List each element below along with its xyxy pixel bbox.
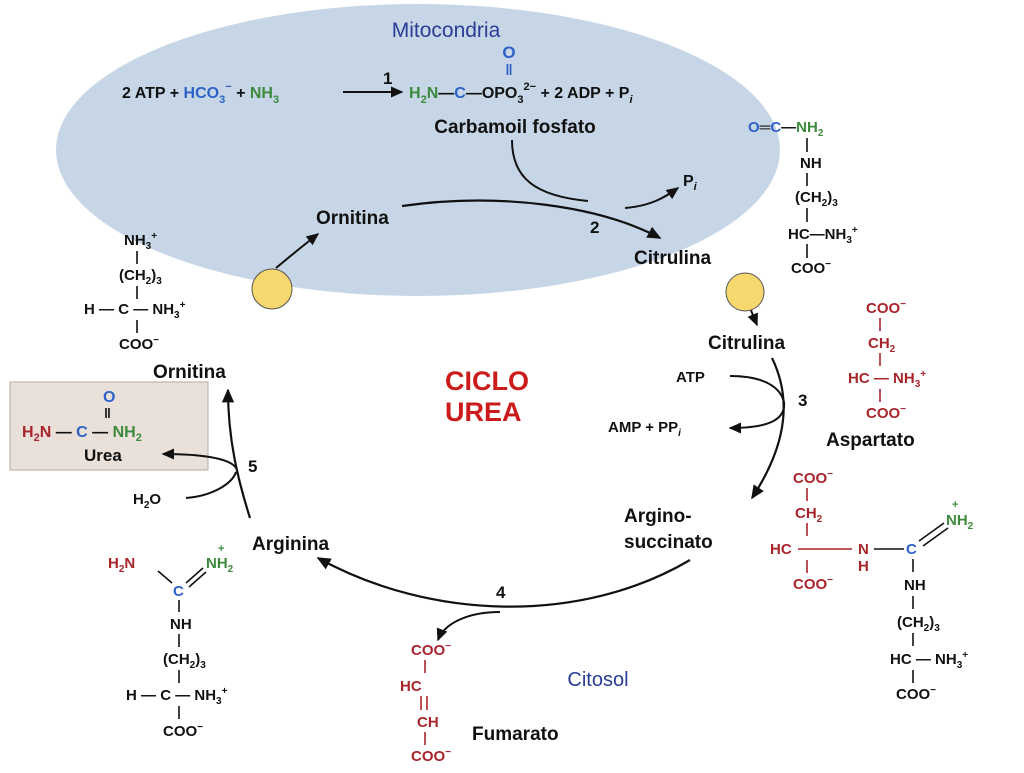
svg-text:COO−: COO− [896, 685, 936, 703]
step-4-label: 4 [496, 583, 506, 602]
svg-text:HC — NH3+: HC — NH3+ [890, 650, 968, 671]
citrulline-structure: O═C—NH2 NH (CH2)3 HC—NH3+ COO− [748, 119, 858, 277]
arginina-label: Arginina [252, 534, 329, 555]
svg-text:COO−: COO− [163, 722, 203, 740]
svg-text:+: + [952, 499, 958, 511]
svg-text:HC: HC [770, 541, 792, 558]
urea-box [9, 381, 209, 471]
svg-text:H — C — NH3+: H — C — NH3+ [84, 300, 186, 321]
fumarate-structure: COO− HC CH COO− [400, 641, 451, 765]
svg-text:O: O [103, 389, 115, 406]
arginosuccinato-label-2: succinato [624, 532, 713, 553]
carbamoyl-formula: H2N—C—OPO32− + 2 ADP + Pi [409, 81, 633, 106]
mitochondrion-region [56, 4, 780, 296]
amp-ppi-label: AMP + PPi [608, 419, 681, 439]
svg-text:HC — NH3+: HC — NH3+ [848, 369, 926, 390]
svg-text:N: N [858, 541, 869, 558]
arrow-urea-out [161, 448, 237, 469]
arrow-pi-out [624, 187, 680, 209]
arginosuccinato-label-1: Argino- [624, 506, 692, 527]
svg-text:COO−: COO− [793, 469, 833, 487]
carbonyl-oxygen: O [502, 43, 515, 62]
svg-text:H: H [858, 558, 869, 575]
arrow-fumarato-out [436, 611, 501, 642]
svg-text:COO−: COO− [791, 259, 831, 277]
svg-text:H2N: H2N [108, 555, 135, 575]
svg-text:(CH2)3: (CH2)3 [897, 614, 940, 634]
svg-text:COO−: COO− [411, 747, 451, 765]
svg-text:COO−: COO− [866, 404, 906, 422]
arrow-h2o-in [185, 471, 237, 499]
svg-text:CH2: CH2 [868, 335, 896, 355]
arrow-step4 [316, 557, 691, 608]
citrulline-transporter [725, 272, 765, 312]
atp-label: ATP [676, 369, 705, 386]
svg-text:NH2: NH2 [206, 555, 234, 575]
svg-text:H — C — NH3+: H — C — NH3+ [126, 686, 228, 707]
step-2-label: 2 [590, 218, 599, 237]
aspartato-label: Aspartato [826, 430, 915, 451]
fumarato-label: Fumarato [472, 724, 559, 745]
carbamoil-fosfato-label: Carbamoil fosfato [434, 117, 596, 138]
svg-text:H2N — C — NH2: H2N — C — NH2 [22, 424, 142, 444]
arrow-amp-out [728, 401, 786, 434]
step-5-label: 5 [248, 457, 257, 476]
arrow-atp-in [729, 375, 785, 403]
ornitina-mito-label: Ornitina [316, 208, 389, 229]
svg-text:‖: ‖ [104, 405, 111, 421]
svg-text:O═C—NH2: O═C—NH2 [748, 119, 824, 139]
svg-text:COO−: COO− [866, 299, 906, 317]
svg-text:COO−: COO− [119, 335, 159, 353]
arginine-structure: H2N + NH2 C NH (CH2)3 H — C — NH3+ COO− [108, 543, 234, 740]
citrulina-mito-label: Citrulina [634, 248, 711, 269]
ciclo-label: CICLO [445, 366, 529, 396]
svg-text:CH: CH [417, 714, 439, 731]
ornithine-transporter [251, 268, 293, 310]
step-3-label: 3 [798, 391, 807, 410]
svg-text:COO−: COO− [411, 641, 451, 659]
arrow-step3 [751, 357, 785, 500]
carbonyl-double-bond: ‖ [505, 62, 512, 79]
svg-text:NH2: NH2 [946, 512, 974, 532]
argininosuccinate-structure: COO− CH2 HC N H C COO− + NH2 NH (CH2)3 H… [770, 469, 974, 703]
arrow-ornitina-transport [275, 233, 320, 269]
svg-text:NH: NH [170, 616, 192, 633]
svg-text:(CH2)3: (CH2)3 [795, 189, 838, 209]
arrow-carbamoil-in [511, 139, 589, 202]
urea-label: Urea [84, 446, 122, 465]
step-1-label: 1 [383, 69, 392, 88]
citrulina-cyto-label: Citrulina [708, 333, 785, 354]
svg-text:COO−: COO− [793, 575, 833, 593]
aspartate-structure: COO− CH2 HC — NH3+ COO− [848, 299, 926, 422]
svg-text:HC: HC [400, 678, 422, 695]
svg-text:(CH2)3: (CH2)3 [119, 267, 162, 287]
urea-cycle-label: UREA [445, 397, 522, 427]
arrow-ornitina-to-citrulina [401, 199, 662, 239]
ornitina-cyto-label: Ornitina [153, 362, 226, 383]
reaction-1: O ‖ 2 ATP + HCO3− + NH3 H2N—C—OPO32− + 2… [122, 43, 633, 106]
svg-text:HC—NH3+: HC—NH3+ [788, 225, 858, 246]
pi-label: Pi [683, 173, 698, 193]
svg-text:NH: NH [904, 577, 926, 594]
svg-text:NH: NH [800, 155, 822, 172]
svg-text:C: C [906, 541, 917, 558]
mitocondria-label: Mitocondria [392, 19, 501, 42]
reaction1-text: 2 ATP + HCO3− + NH3 [122, 81, 279, 106]
svg-text:CH2: CH2 [795, 505, 823, 525]
arrow-step5 [221, 388, 252, 519]
svg-text:(CH2)3: (CH2)3 [163, 651, 206, 671]
svg-text:+: + [218, 543, 224, 555]
citosol-label: Citosol [567, 669, 628, 691]
ornithine-structure: NH3+ (CH2)3 H — C — NH3+ COO− [84, 231, 186, 353]
svg-text:C: C [173, 583, 184, 600]
h2o-label: H2O [133, 491, 161, 511]
svg-text:NH3+: NH3+ [124, 231, 157, 252]
urea-structure: O ‖ H2N — C — NH2 [22, 389, 142, 444]
